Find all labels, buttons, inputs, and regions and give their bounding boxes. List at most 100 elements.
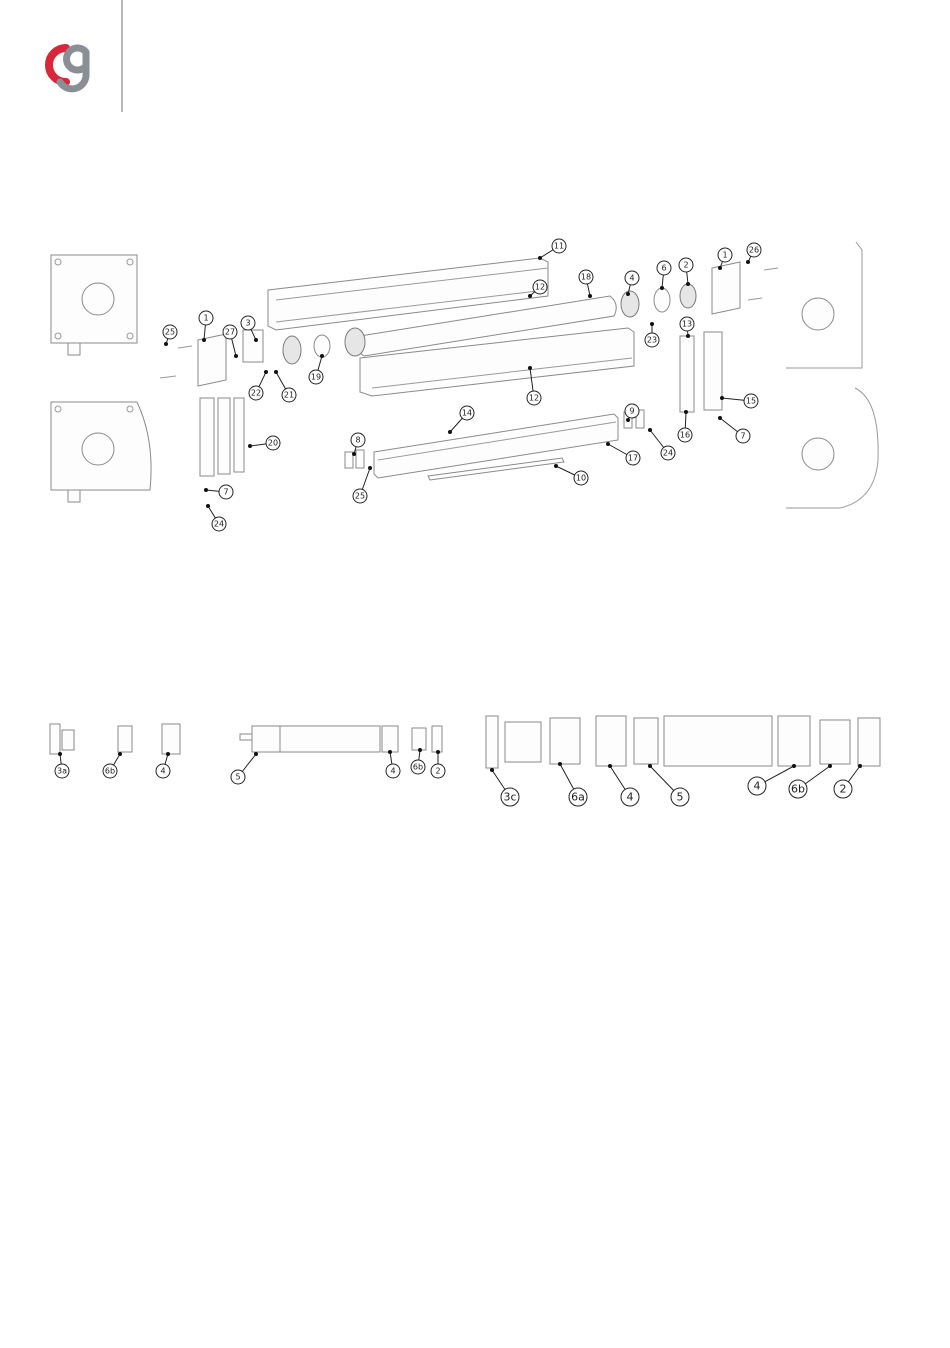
callout-label: 27	[225, 328, 235, 337]
callout-16: 16	[678, 410, 692, 442]
side-profile-square-view	[786, 242, 862, 368]
callout-anchor-dot	[264, 370, 268, 374]
callout-22: 22	[249, 370, 268, 400]
callout-15: 15	[720, 394, 758, 408]
callout-anchor-dot	[206, 504, 210, 508]
callout-large-5: 5	[648, 764, 689, 806]
callout-18: 18	[579, 270, 593, 298]
callout-label: 6	[661, 264, 666, 273]
callout-label: 18	[581, 273, 591, 282]
callout-label: 8	[355, 436, 360, 445]
callout-anchor-dot	[648, 428, 652, 432]
callout-label: 19	[311, 373, 321, 382]
callout-label: 6b	[791, 783, 805, 796]
callout-anchor-dot	[528, 366, 532, 370]
callout-7: 7	[204, 485, 233, 499]
callout-7: 7	[718, 416, 750, 443]
callout-label: 1	[722, 251, 727, 260]
callout-label: 21	[284, 391, 294, 400]
callout-anchor-dot	[166, 752, 170, 756]
callout-6: 6	[657, 261, 671, 290]
callout-large-3c: 3c	[490, 768, 519, 806]
callout-anchor-dot	[528, 294, 532, 298]
callout-label: 1	[203, 314, 208, 323]
callout-anchor-dot	[448, 430, 452, 434]
callout-label: 4	[390, 767, 395, 776]
callout-anchor-dot	[684, 410, 688, 414]
side-profile-rounded-view	[786, 388, 878, 508]
callout-anchor-dot	[626, 292, 630, 296]
end-cap-square-view	[51, 255, 137, 355]
callout-label: 4	[160, 767, 165, 776]
right-end-bracket	[712, 262, 740, 314]
callout-anchor-dot	[202, 338, 206, 342]
callout-label: 17	[628, 454, 638, 463]
callout-anchor-dot	[164, 342, 168, 346]
callout-26: 26	[746, 243, 761, 264]
callout-anchor-dot	[436, 750, 440, 754]
right-guide-rails	[680, 332, 722, 412]
callout-small-5: 5	[231, 752, 258, 784]
callout-anchor-dot	[368, 466, 372, 470]
callout-label: 6b	[105, 767, 115, 776]
callout-anchor-dot	[648, 764, 652, 768]
callout-anchor-dot	[118, 752, 122, 756]
callout-anchor-dot	[660, 286, 664, 290]
callout-anchor-dot	[686, 334, 690, 338]
callout-large-6b: 6b	[789, 764, 832, 798]
callout-label: 26	[749, 246, 759, 255]
callout-anchor-dot	[554, 464, 558, 468]
callout-label: 6a	[571, 791, 585, 804]
callout-anchor-dot	[320, 354, 324, 358]
callout-label: 24	[214, 520, 224, 529]
callout-23: 23	[645, 322, 659, 347]
callout-label: 12	[529, 394, 539, 403]
callout-anchor-dot	[686, 282, 690, 286]
callout-label: 11	[554, 242, 564, 251]
callout-14: 14	[448, 406, 474, 434]
callout-label: 4	[754, 780, 761, 793]
callout-anchor-dot	[626, 418, 630, 422]
callout-anchor-dot	[352, 452, 356, 456]
callout-label: 25	[355, 492, 365, 501]
callout-anchor-dot	[274, 370, 278, 374]
callout-2: 2	[679, 258, 693, 286]
callout-anchor-dot	[746, 260, 750, 264]
callout-anchor-dot	[718, 416, 722, 420]
callout-label: 15	[746, 397, 756, 406]
callout-anchor-dot	[490, 768, 494, 772]
callout-anchor-dot	[718, 266, 722, 270]
callout-anchor-dot	[204, 488, 208, 492]
callout-anchor-dot	[388, 750, 392, 754]
callout-24: 24	[648, 428, 675, 460]
callout-label: 10	[576, 474, 586, 483]
callout-label: 20	[268, 439, 278, 448]
callout-anchor-dot	[720, 396, 724, 400]
callout-anchor-dot	[858, 764, 862, 768]
callout-small-2: 2	[431, 750, 445, 778]
callout-label: 2	[435, 767, 440, 776]
callout-label: 16	[680, 431, 690, 440]
callout-anchor-dot	[828, 764, 832, 768]
callout-anchor-dot	[254, 338, 258, 342]
callout-17: 17	[606, 442, 640, 465]
callout-25: 25	[163, 325, 177, 346]
callout-25: 25	[353, 466, 372, 503]
callout-small-4: 4	[386, 750, 400, 778]
callout-label: 13	[682, 320, 692, 329]
callout-label: 25	[165, 328, 175, 337]
callout-21: 21	[274, 370, 296, 402]
callout-label: 6b	[413, 763, 423, 772]
callout-label: 22	[251, 389, 261, 398]
left-guide-rails	[200, 398, 244, 476]
small-tube-assembly-b	[240, 726, 442, 752]
callout-small-6b: 6b	[103, 752, 122, 778]
callout-anchor-dot	[234, 354, 238, 358]
callout-label: 14	[462, 409, 472, 418]
callout-label: 5	[677, 791, 684, 804]
callout-anchor-dot	[418, 748, 422, 752]
callout-large-2: 2	[834, 764, 862, 798]
